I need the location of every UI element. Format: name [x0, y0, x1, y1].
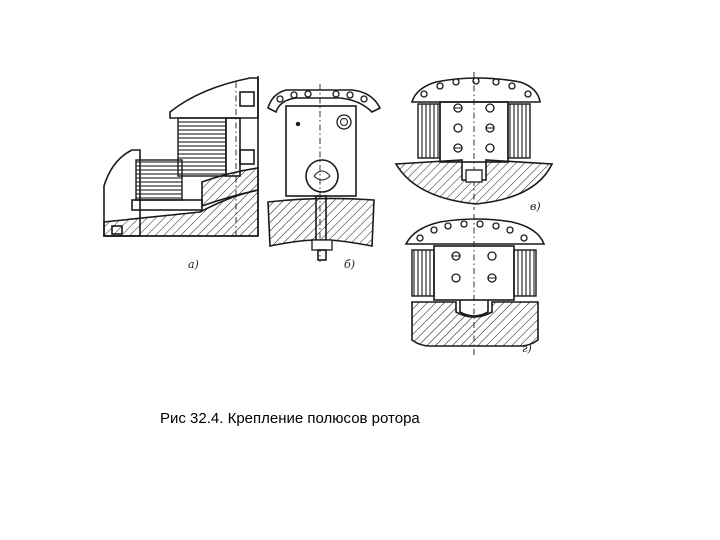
figure-caption: Рис 32.4. Крепление полюсов ротора — [160, 410, 420, 427]
label-g: г) — [522, 342, 532, 355]
drawing-g: г) — [404, 214, 546, 356]
drawing-a: а) — [103, 76, 259, 271]
label-a: а) — [188, 258, 199, 271]
label-b: б) — [344, 258, 355, 271]
label-v: в) — [530, 200, 541, 213]
drawing-v: в) — [394, 72, 554, 213]
drawing-b: б) — [267, 84, 382, 271]
